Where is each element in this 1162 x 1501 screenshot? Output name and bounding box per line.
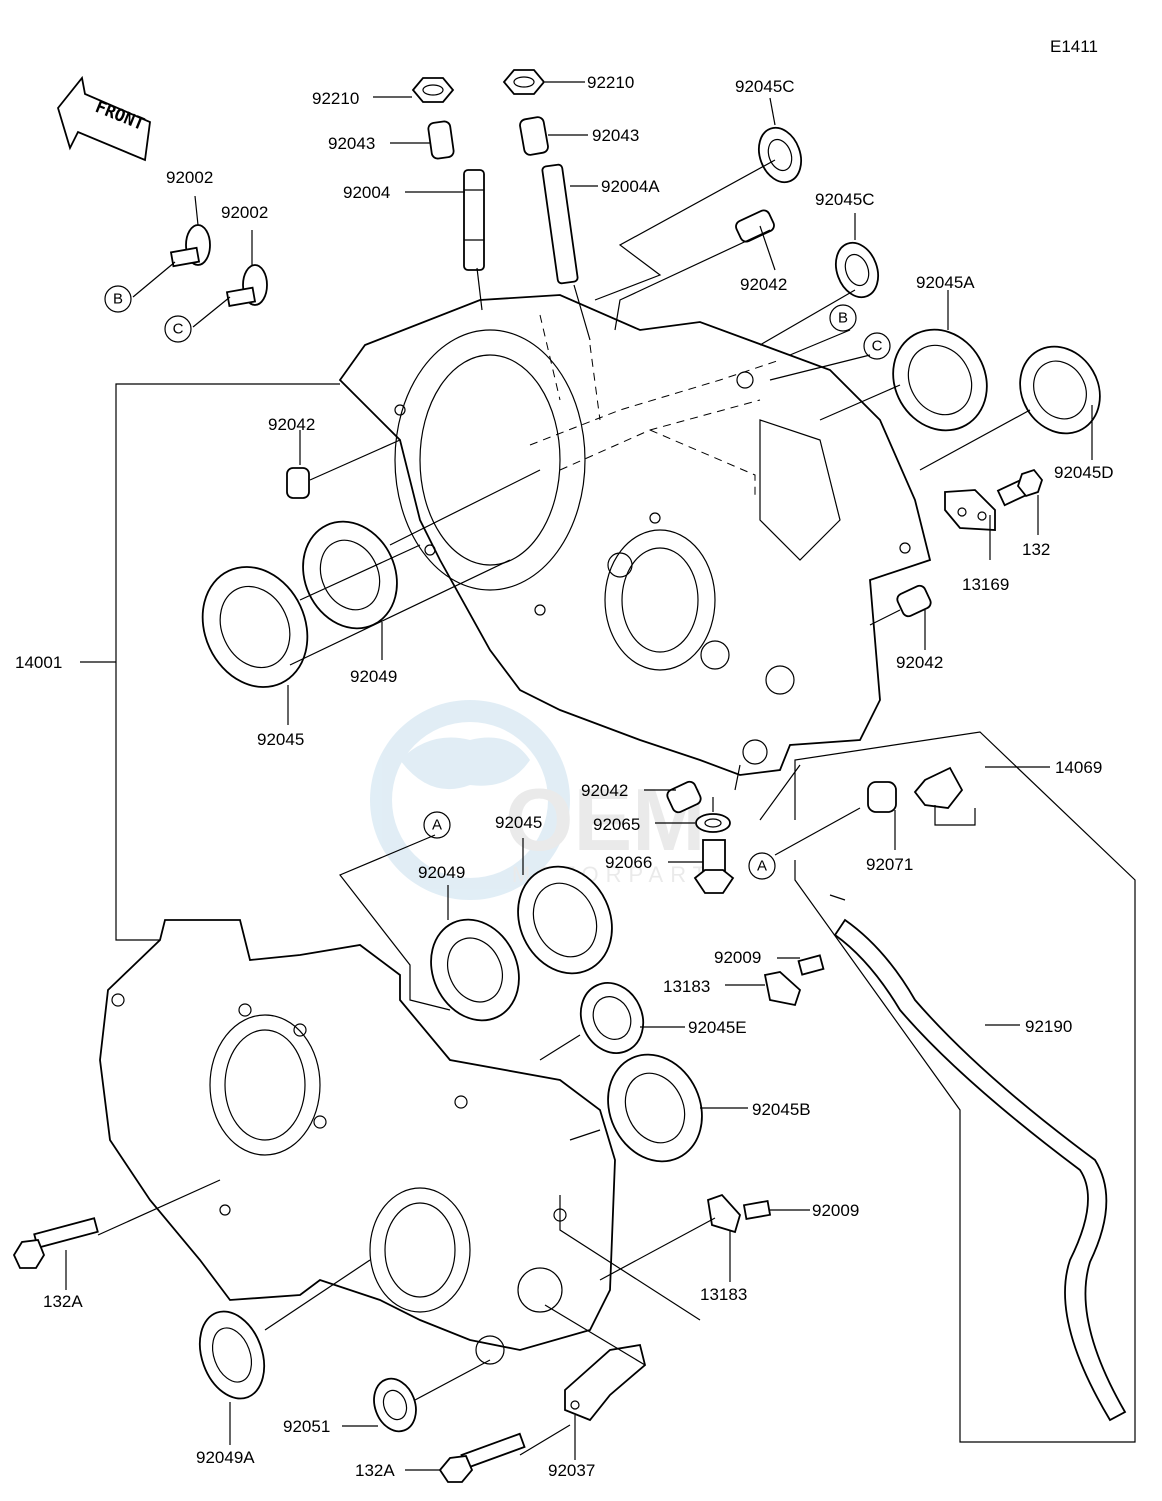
plug-92066 [693,839,735,894]
bearing-92045-upper [201,566,309,688]
oilseal-92051 [373,1377,417,1433]
svg-text:B: B [838,310,848,327]
crankcase-lower [99,919,616,1365]
ref-marker-B-left: B [104,285,132,313]
dowel-92042-mid [666,780,702,814]
label-92004A: 92004A [601,177,660,196]
label-92037: 92037 [548,1461,595,1480]
dowel-92042-left [286,467,310,499]
label-92009-b: 92009 [812,1201,859,1220]
label-92051: 92051 [283,1417,330,1436]
screw-92002-b [225,264,268,308]
plate-13169 [944,489,996,531]
label-92045-lower: 92045 [495,813,542,832]
label-92042-left: 92042 [268,415,315,434]
plate-13183-a [763,971,802,1007]
assembly-brackets [80,383,1136,1443]
diagram-code: E1411 [1050,37,1098,56]
label-92049-upper: 92049 [350,667,397,686]
ref-marker-B-right: B [829,304,857,332]
guide-92037 [564,1343,647,1422]
bearing-92045C-top [758,126,802,184]
watermark-brand: OEM [505,770,705,869]
ref-marker-C-left: C [164,315,192,343]
bearing-92045D [1019,345,1101,435]
label-92002-b: 92002 [221,203,268,222]
label-92049-lower: 92049 [418,863,465,882]
dowel-92042-right [896,584,932,618]
crankcase-upper [338,294,932,776]
front-arrow-icon: FRONT [57,75,151,162]
label-132: 132 [1022,540,1050,559]
stud-92004A [541,163,579,285]
svg-text:A: A [432,817,442,834]
label-92045A: 92045A [916,273,975,292]
leader-lines [65,81,1093,1471]
label-14001: 14001 [15,653,62,672]
label-92004: 92004 [343,183,390,202]
nut-92210-left [411,77,455,103]
label-92043-left: 92043 [328,134,375,153]
screw-92002-a [169,224,211,268]
bearing-92045B [607,1053,703,1163]
label-92190: 92190 [1025,1017,1072,1036]
svg-text:C: C [173,321,184,338]
label-92210-right: 92210 [587,73,634,92]
bearing-92045A [892,328,988,432]
fitting-92071 [867,766,964,813]
label-132A-left: 132A [43,1292,83,1311]
label-14069: 14069 [1055,758,1102,777]
stud-92004 [463,169,485,271]
label-92045-upper: 92045 [257,730,304,749]
label-92045E: 92045E [688,1018,747,1037]
label-13169: 13169 [962,575,1009,594]
label-92002-a: 92002 [166,168,213,187]
label-92210-left: 92210 [312,89,359,108]
plate-13183-b [706,1193,742,1234]
hose-92190 [833,918,1127,1422]
label-92065: 92065 [593,815,640,834]
upper-dashed-lines [529,314,781,500]
label-92045C-top: 92045C [735,77,795,96]
label-92042-right: 92042 [896,653,943,672]
label-92045B: 92045B [752,1100,811,1119]
label-92066: 92066 [605,853,652,872]
label-13183-a: 13183 [663,977,710,996]
label-92042-mid: 92042 [581,781,628,800]
label-92049A: 92049A [196,1448,255,1467]
ref-marker-A-right: A [748,852,776,880]
dowel-92043-right [519,116,549,156]
svg-text:B: B [113,291,123,308]
screw-92009-b [742,1199,772,1221]
bearing-92045E [579,982,645,1054]
label-92043-right: 92043 [592,126,639,145]
oilseal-92049A [198,1310,266,1400]
watermark-logo: OEM MOTORPARTS [370,700,728,900]
ref-marker-C-right: C [863,332,891,360]
label-132A-bottom: 132A [355,1461,395,1480]
bearing-92045C-mid [835,241,879,299]
nut-92210-right [502,69,546,95]
ref-marker-A-upper: A [423,811,451,839]
bolt-132A-bottom [438,1432,526,1483]
dowel-92042-top [735,209,775,243]
dowel-92043-left [427,120,455,160]
part-labels: 92210 92210 92043 92043 92004 92004A 920… [15,73,1114,1480]
label-92045C-mid: 92045C [815,190,875,209]
oilseal-92049-lower [430,918,520,1022]
label-13183-b: 13183 [700,1285,747,1304]
label-92045D: 92045D [1054,463,1114,482]
bolt-132 [996,468,1044,507]
svg-text:A: A [757,858,767,875]
screw-92009-a [797,954,825,976]
washer-92065 [695,813,731,833]
label-92009-a: 92009 [714,948,761,967]
bolt-132A-left [12,1217,99,1269]
label-92042-top: 92042 [740,275,787,294]
label-92071: 92071 [866,855,913,874]
bearing-92045-lower [517,865,613,975]
svg-text:C: C [872,338,883,355]
